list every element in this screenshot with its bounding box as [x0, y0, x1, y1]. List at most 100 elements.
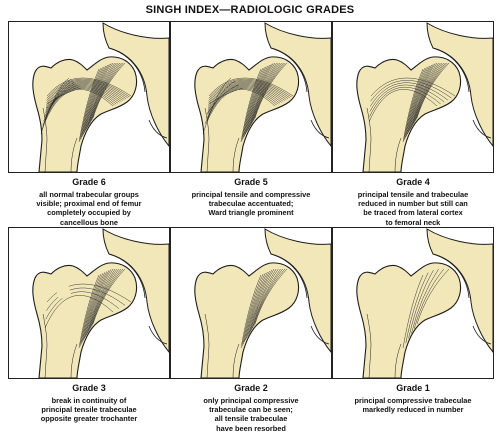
description-line: principal compressive trabeculae	[354, 396, 472, 405]
compressive-trabecula	[79, 68, 101, 141]
compressive-trabecula	[248, 62, 276, 130]
compressive-trabecula	[80, 273, 104, 345]
secondary-trabecula	[42, 80, 73, 126]
description-line: reduced in number but still can	[358, 199, 468, 209]
tensile-trabecula	[369, 86, 441, 117]
compressive-trabecula	[402, 68, 424, 143]
compressive-trabecula	[248, 268, 277, 335]
tensile-trabecula	[45, 291, 120, 320]
tensile-trabecula	[45, 83, 123, 108]
acetabulum-shape	[426, 228, 493, 353]
description-line: all normal trabecular groups	[39, 190, 139, 199]
description-line: markedly reduced in number	[362, 405, 464, 415]
teardrop-line	[148, 325, 168, 345]
compressive-trabecula	[244, 65, 269, 136]
description-line: to femoral neck	[385, 217, 441, 227]
tensile-trabecula	[46, 77, 132, 97]
compressive-trabecula	[406, 65, 431, 136]
acetabulum-shape	[264, 22, 331, 147]
tensile-trabecula	[46, 78, 130, 99]
grade-label: Grade 4	[396, 177, 430, 187]
compressive-trabecula	[243, 272, 266, 345]
compressive-trabecula	[78, 68, 100, 143]
compressive-trabecula	[241, 68, 263, 141]
compressive-trabecula	[84, 270, 110, 339]
compressive-trabecula	[414, 62, 446, 122]
compressive-trabecula	[88, 268, 118, 332]
tensile-trabecula	[208, 81, 289, 104]
compressive-trabecula	[410, 62, 438, 130]
compressive-trabecula	[405, 66, 429, 138]
tensile-trabecula	[46, 283, 132, 303]
acetabulum-shape	[426, 22, 493, 147]
lateral-cortex	[204, 107, 210, 172]
compressive-trabecula	[413, 268, 444, 329]
description-line: principal tensile trabeculae	[41, 405, 137, 415]
secondary-trabecula	[44, 83, 76, 117]
compressive-trabecula	[245, 270, 270, 341]
lateral-cortex	[42, 313, 48, 378]
figure-title: SINGH INDEX—RADIOLOGIC GRADES	[145, 4, 355, 16]
tensile-trabecula	[45, 85, 120, 113]
description-line: break in continuity of	[51, 396, 127, 405]
compressive-trabecula	[82, 65, 107, 136]
compressive-trabecula	[88, 62, 117, 127]
compressive-trabecula	[82, 272, 106, 343]
description-line: trabeculae accentuated;	[208, 199, 294, 209]
lateral-cortex	[366, 107, 372, 172]
description-line: visible; proximal end of femur	[36, 199, 142, 209]
description-line: all tensile trabeculae	[214, 414, 288, 424]
compressive-trabecula	[245, 64, 270, 135]
tensile-trabecula	[46, 81, 127, 104]
compressive-trabecula	[413, 62, 443, 125]
teardrop-line	[148, 119, 168, 139]
teardrop-line	[310, 119, 330, 139]
description-line: completely occupied by	[47, 208, 131, 218]
secondary-trabecula	[45, 84, 78, 113]
compressive-trabecula	[89, 62, 120, 123]
compressive-trabecula	[411, 62, 439, 128]
compressive-trabecula	[83, 271, 108, 341]
compressive-trabecula	[247, 268, 275, 337]
tensile-trabecula	[208, 78, 292, 99]
compressive-trabecula	[252, 268, 283, 329]
trabecular-break	[55, 280, 71, 300]
description-line: cancellous bone	[60, 217, 118, 227]
teardrop-line	[310, 325, 330, 345]
description-line: only principal compressive	[203, 396, 299, 405]
compressive-trabecula	[415, 62, 448, 120]
compressive-trabecula	[89, 268, 120, 330]
hip-illustration	[194, 22, 331, 172]
compressive-trabecula	[250, 268, 279, 333]
compressive-trabecula	[92, 268, 126, 325]
compressive-trabecula	[407, 64, 432, 135]
medial-cortex	[232, 343, 240, 378]
medial-cortex	[394, 137, 402, 172]
compressive-trabecula	[408, 270, 434, 339]
compressive-trabecula	[411, 268, 439, 334]
acetabulum-shape	[102, 22, 169, 147]
compressive-trabecula	[251, 62, 282, 123]
secondary-trabecula	[204, 81, 236, 125]
description-line: opposite greater trochanter	[40, 414, 138, 424]
tensile-trabecula	[46, 79, 128, 101]
secondary-trabecula	[40, 77, 70, 135]
acetabular-rim	[432, 47, 470, 93]
tensile-trabecula	[368, 89, 438, 123]
compressive-trabecula	[80, 67, 103, 139]
trabeculae-group	[368, 62, 456, 143]
tensile-trabecula	[206, 88, 277, 120]
grade-panel-illustration	[170, 21, 332, 173]
compressive-trabecula	[251, 268, 281, 331]
compressive-trabecula	[249, 62, 277, 128]
tensile-trabecula	[370, 80, 452, 102]
compressive-trabecula	[402, 274, 424, 349]
compressive-trabecula	[89, 62, 119, 125]
secondary-trabecula	[43, 82, 75, 122]
trabeculae-group	[402, 268, 450, 349]
tensile-trabecula	[45, 84, 122, 111]
hip-illustration	[32, 22, 169, 172]
compressive-trabecula	[242, 67, 265, 139]
acetabular-rim	[108, 47, 146, 93]
